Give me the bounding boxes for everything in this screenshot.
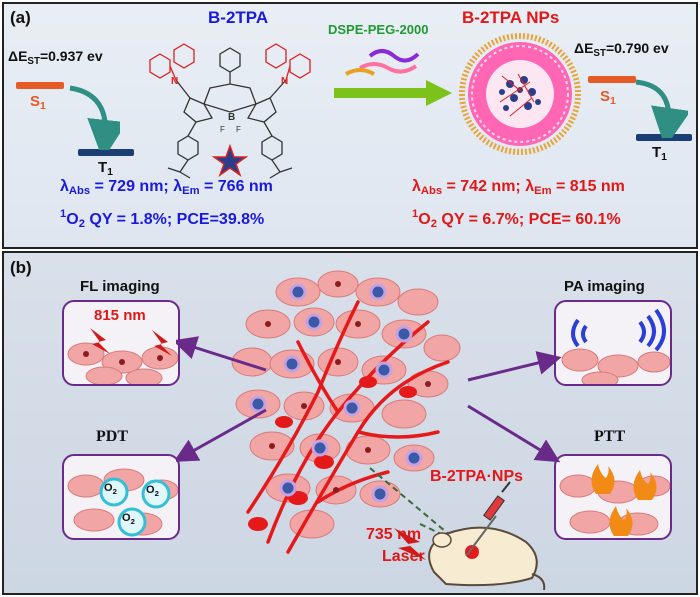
panel-a-label: (a) xyxy=(10,8,31,27)
fl-imaging-title: FL imaging xyxy=(80,278,160,295)
left-t1-level xyxy=(78,149,134,156)
right-t1-label: T1 xyxy=(652,144,668,163)
left-s1-level xyxy=(16,82,64,89)
molecule-structure: B F F N N xyxy=(149,43,311,179)
right-s1-level xyxy=(588,76,636,83)
ptt-box xyxy=(554,454,672,540)
left-isc-arrow xyxy=(69,85,120,150)
molecule-wavelengths: λAbs = 729 nm; λEm = 766 nm xyxy=(60,178,273,197)
np-wavelengths: λAbs = 742 nm; λEm = 815 nm xyxy=(412,178,625,197)
pdt-title: PDT xyxy=(96,428,128,445)
arrow-label: DSPE-PEG-2000 xyxy=(328,22,429,37)
laser-bolt-icon xyxy=(394,528,426,560)
np-qy-pce: 1O2 QY = 6.7%; PCE= 60.1% xyxy=(412,208,621,230)
left-s1-label: S1 xyxy=(30,93,46,112)
right-isc-arrow xyxy=(635,79,688,138)
molecule-qy-pce: 1O2 QY = 1.8%; PCE=39.8% xyxy=(60,208,265,230)
nanoparticle-image xyxy=(459,33,581,155)
pa-imaging-title: PA imaging xyxy=(564,278,645,295)
panel-b-label: (b) xyxy=(10,258,32,277)
left-t1-label: T1 xyxy=(98,159,114,178)
left-delta-est: ΔEST=0.937 ev xyxy=(8,48,103,67)
right-s1-label: S1 xyxy=(600,88,616,107)
fluoride-right-label: F xyxy=(236,125,241,134)
tumor-tissue-illustration xyxy=(231,270,461,554)
nitrogen-left-label: N xyxy=(171,76,178,87)
o2-label-1: O2 xyxy=(104,482,117,496)
np-delivery-label: B-2TPA·NPs xyxy=(430,468,524,485)
boron-label: B xyxy=(228,112,235,123)
fluoride-left-label: F xyxy=(220,125,225,134)
pa-imaging-box xyxy=(554,300,672,386)
nitrogen-right-label: N xyxy=(281,76,288,87)
pdt-box xyxy=(62,454,180,540)
o2-label-2: O2 xyxy=(146,484,159,498)
pathway-arrows xyxy=(176,336,562,463)
syringe-icon xyxy=(465,481,511,557)
fl-wavelength: 815 nm xyxy=(94,307,146,324)
right-delta-est: ΔEST=0.790 ev xyxy=(574,40,669,59)
flame-icon xyxy=(591,464,657,536)
sound-wave-icon xyxy=(571,308,666,352)
ptt-title: PTT xyxy=(594,428,626,445)
lightning-right-icon xyxy=(152,330,172,356)
fl-imaging-box xyxy=(62,300,180,386)
o2-label-3: O2 xyxy=(122,512,135,526)
np-title: B-2TPA NPs xyxy=(462,8,560,27)
peg-to-np-arrow xyxy=(334,49,452,106)
mouse-laser-illustration xyxy=(369,467,546,591)
lightning-left-icon xyxy=(90,328,110,354)
molecule-title: B-2TPA xyxy=(208,8,269,27)
